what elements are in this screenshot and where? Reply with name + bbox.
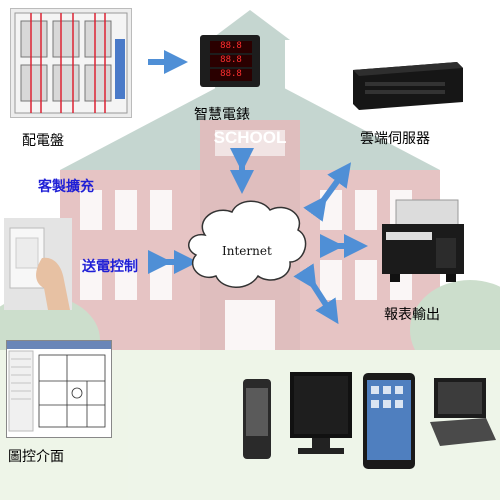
school-sign: SCHOOL bbox=[213, 128, 287, 147]
smartphone-image bbox=[242, 378, 272, 460]
server-image bbox=[345, 58, 465, 110]
custom-expansion-label: 客製擴充 bbox=[38, 179, 94, 195]
electrical-panel-image bbox=[10, 8, 132, 118]
internet-label: Internet bbox=[222, 244, 272, 258]
meter-display-3: 88.8 bbox=[210, 69, 252, 81]
switch-image bbox=[4, 218, 72, 310]
printer-image bbox=[376, 198, 470, 284]
meter-display-2: 88.8 bbox=[210, 55, 252, 67]
server-label: 雲端伺服器 bbox=[360, 131, 430, 147]
laptop-image bbox=[430, 376, 496, 450]
report-label: 報表輸出 bbox=[384, 307, 440, 323]
monitor-image bbox=[288, 370, 354, 456]
map-ui-image bbox=[6, 340, 112, 438]
map-ui-label: 圖控介面 bbox=[8, 449, 64, 465]
tablet-image bbox=[362, 372, 416, 470]
meter-display-1: 88.8 bbox=[210, 41, 252, 53]
arrow-internet-devices bbox=[293, 263, 339, 325]
smart-meter-image: 88.8 88.8 88.8 bbox=[200, 35, 260, 87]
arrow-internet-server bbox=[303, 162, 352, 222]
panel-label: 配電盤 bbox=[22, 133, 64, 149]
meter-label: 智慧電錶 bbox=[194, 107, 250, 123]
internet-cloud bbox=[188, 200, 307, 288]
power-control-label: 送電控制 bbox=[82, 259, 138, 275]
